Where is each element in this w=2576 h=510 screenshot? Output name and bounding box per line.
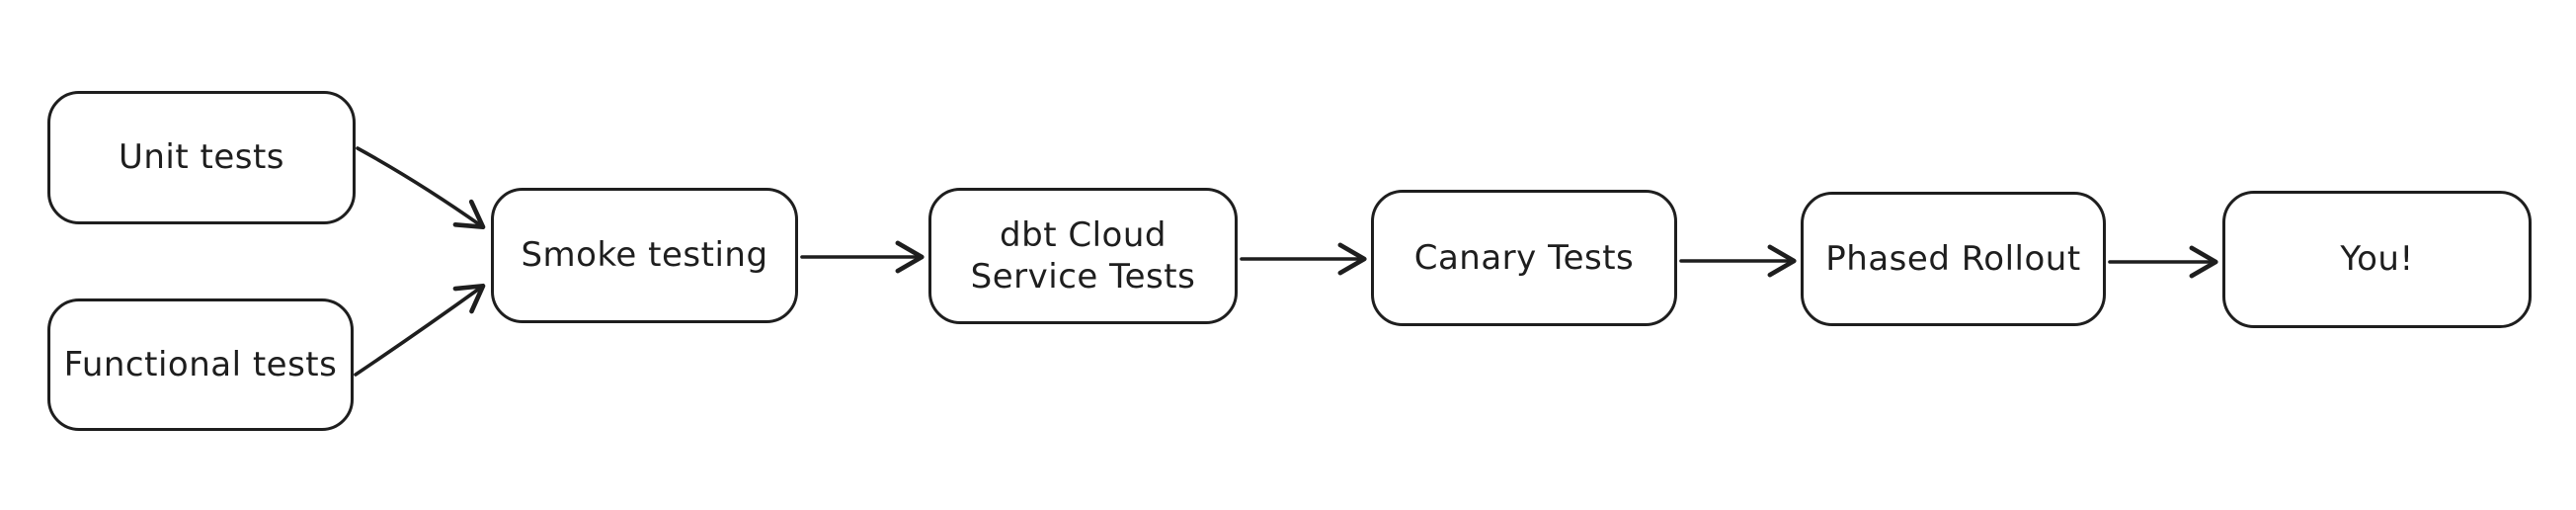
node-smoke-testing-label: Smoke testing: [521, 235, 768, 276]
node-you-label: You!: [2340, 239, 2414, 280]
node-dbt-cloud-service-tests-label-line2: Service Tests: [970, 257, 1196, 297]
node-functional-tests-label: Functional tests: [63, 344, 338, 384]
edge-functional-tests-to-smoke-testing: [354, 283, 486, 377]
node-phased-rollout: Phased Rollout: [1801, 192, 2106, 326]
node-phased-rollout-label: Phased Rollout: [1825, 238, 2081, 279]
node-unit-tests-label: Unit tests: [118, 137, 285, 178]
node-you: You!: [2222, 191, 2532, 328]
node-canary-tests-label: Canary Tests: [1413, 237, 1635, 278]
node-dbt-cloud-service-tests-label-line1: dbt Cloud: [1000, 214, 1167, 255]
node-unit-tests: Unit tests: [47, 91, 356, 224]
node-canary-tests: Canary Tests: [1371, 190, 1677, 326]
edge-unit-tests-to-smoke-testing: [356, 146, 486, 230]
node-dbt-cloud-service-tests: dbt Cloud Service Tests: [928, 188, 1238, 324]
node-functional-tests: Functional tests: [47, 298, 354, 431]
node-smoke-testing: Smoke testing: [491, 188, 798, 323]
